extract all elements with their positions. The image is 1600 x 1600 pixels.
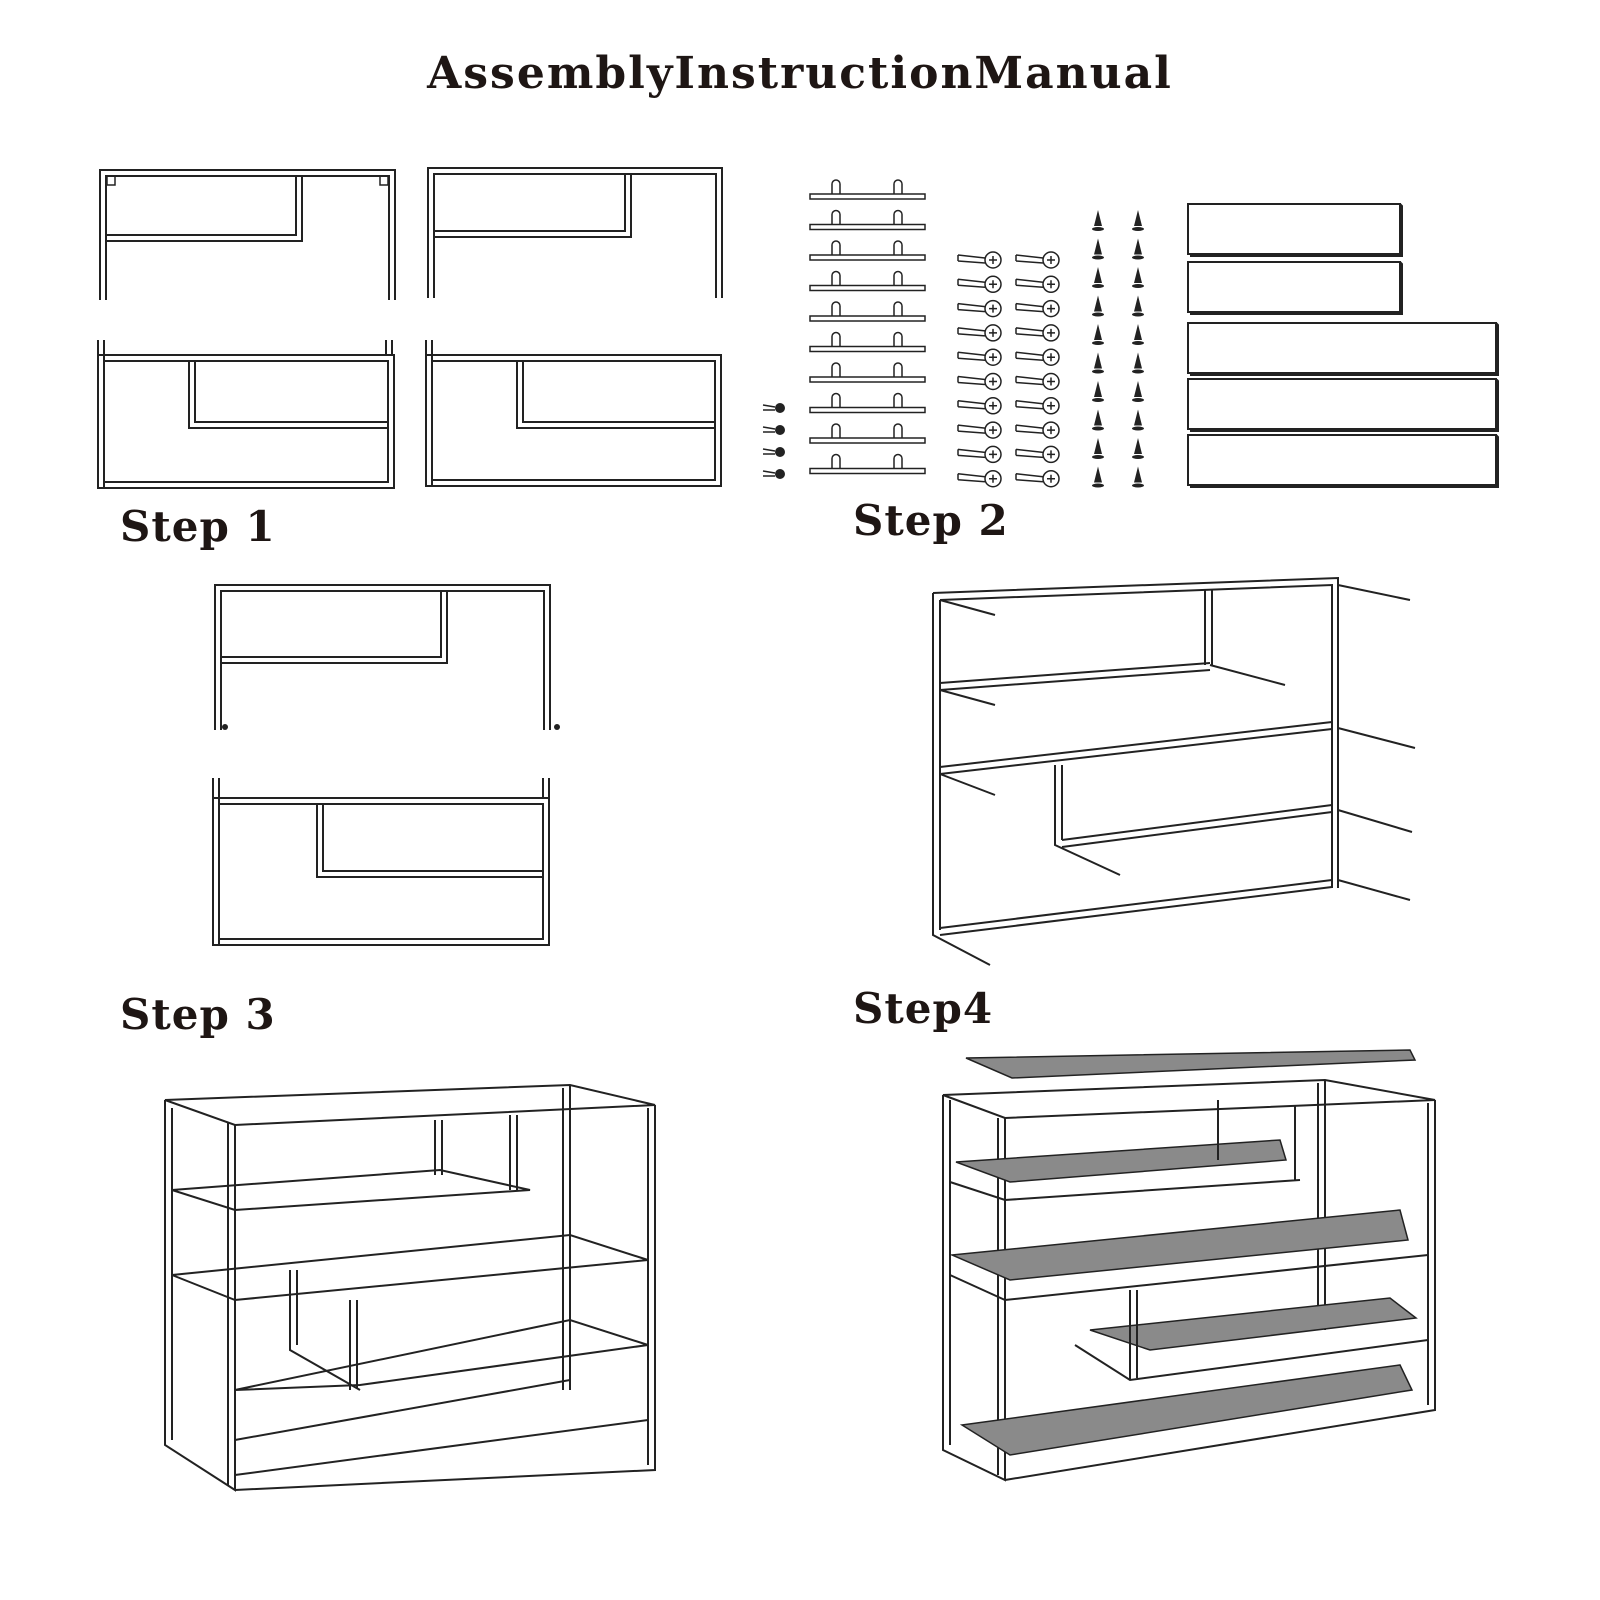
nail-icon <box>1132 210 1144 231</box>
screw-icon <box>957 397 1002 415</box>
screw-icon <box>1015 372 1060 391</box>
assembled-frame-left <box>164 1083 656 1492</box>
screw-icon <box>554 724 560 730</box>
assembled-shelf-right <box>942 1049 1436 1482</box>
screw-icon <box>1015 469 1060 488</box>
screw-icon <box>1015 251 1060 269</box>
step-4-label: Step4 <box>853 984 994 1033</box>
bracket-icon <box>809 209 926 231</box>
nail-icon <box>1132 267 1144 288</box>
nail-icon <box>1132 381 1144 402</box>
screw-icon <box>1015 397 1060 415</box>
bracket-icon <box>809 270 926 292</box>
side-frame-b <box>427 167 723 298</box>
screw-icon <box>1015 299 1060 318</box>
screw-icon <box>957 445 1002 464</box>
step-3-label: Step 3 <box>120 990 276 1039</box>
nail-icon <box>1092 238 1104 260</box>
nail-icon <box>1132 409 1144 431</box>
side-frame-a <box>99 169 396 300</box>
step-2-label: Step 2 <box>853 496 1009 545</box>
nail-icon <box>1092 352 1104 374</box>
board-set <box>1187 203 1499 488</box>
screw-icon <box>222 724 228 730</box>
bracket-icon <box>809 362 926 383</box>
screw-icon <box>957 251 1002 269</box>
short-screw-icon <box>762 403 785 413</box>
bracket-icon <box>809 331 926 353</box>
screw-icon <box>957 324 1002 342</box>
nail-icon <box>1132 466 1144 488</box>
step3-side-frame <box>214 584 560 730</box>
nail-icon <box>1092 267 1104 288</box>
short-screw-icon <box>762 447 785 457</box>
bolt-hole-icon <box>379 175 389 186</box>
nail-icon <box>1132 295 1144 317</box>
screw-icon <box>1015 421 1060 439</box>
shelf-board <box>955 1139 1287 1183</box>
nail-icon <box>1132 324 1144 345</box>
bracket-icon <box>809 453 926 475</box>
short-screw-icon <box>762 469 785 479</box>
screw-icon <box>1015 275 1060 294</box>
bracket-icon <box>809 392 926 414</box>
screw-icon <box>957 372 1002 391</box>
screw-icon <box>957 469 1002 488</box>
screw-icon <box>957 348 1002 366</box>
screw-icon <box>1015 445 1060 464</box>
page-title: AssemblyInstructionManual <box>427 48 1173 99</box>
bracket-set <box>809 179 926 475</box>
nail-icon <box>1092 409 1104 431</box>
nail-icon <box>1092 210 1104 231</box>
bracket-icon <box>809 423 926 444</box>
step4-frame-assembly <box>932 576 1416 966</box>
shelf-board <box>959 1364 1414 1456</box>
screw-icon <box>1015 324 1060 342</box>
back-frame-b <box>425 340 722 487</box>
screw-icon <box>957 299 1002 318</box>
bolt-hole-icon <box>106 175 116 186</box>
bracket-icon <box>809 179 926 200</box>
nail-icon <box>1092 466 1104 488</box>
screw-icon <box>1015 348 1060 366</box>
nail-icon <box>1092 438 1104 459</box>
nail-icon <box>1132 238 1144 260</box>
nail-icon <box>1092 324 1104 345</box>
back-frame-a <box>97 340 395 489</box>
step-1-label: Step 1 <box>120 502 276 551</box>
step3-back-frame <box>212 778 550 946</box>
short-screw-icon <box>762 425 785 435</box>
screw-icon <box>957 421 1002 439</box>
nail-icon <box>1132 438 1144 459</box>
screw-icon <box>957 275 1002 294</box>
short-screw-set <box>762 403 785 479</box>
top-board <box>965 1049 1417 1079</box>
bracket-icon <box>809 301 926 322</box>
bracket-icon <box>809 240 926 261</box>
shelf-board <box>949 1209 1409 1281</box>
nail-icon <box>1132 352 1144 374</box>
nail-set <box>1092 210 1144 488</box>
nail-icon <box>1092 295 1104 317</box>
screw-set <box>957 251 1060 488</box>
nail-icon <box>1092 381 1104 402</box>
shelf-board <box>1089 1297 1418 1351</box>
